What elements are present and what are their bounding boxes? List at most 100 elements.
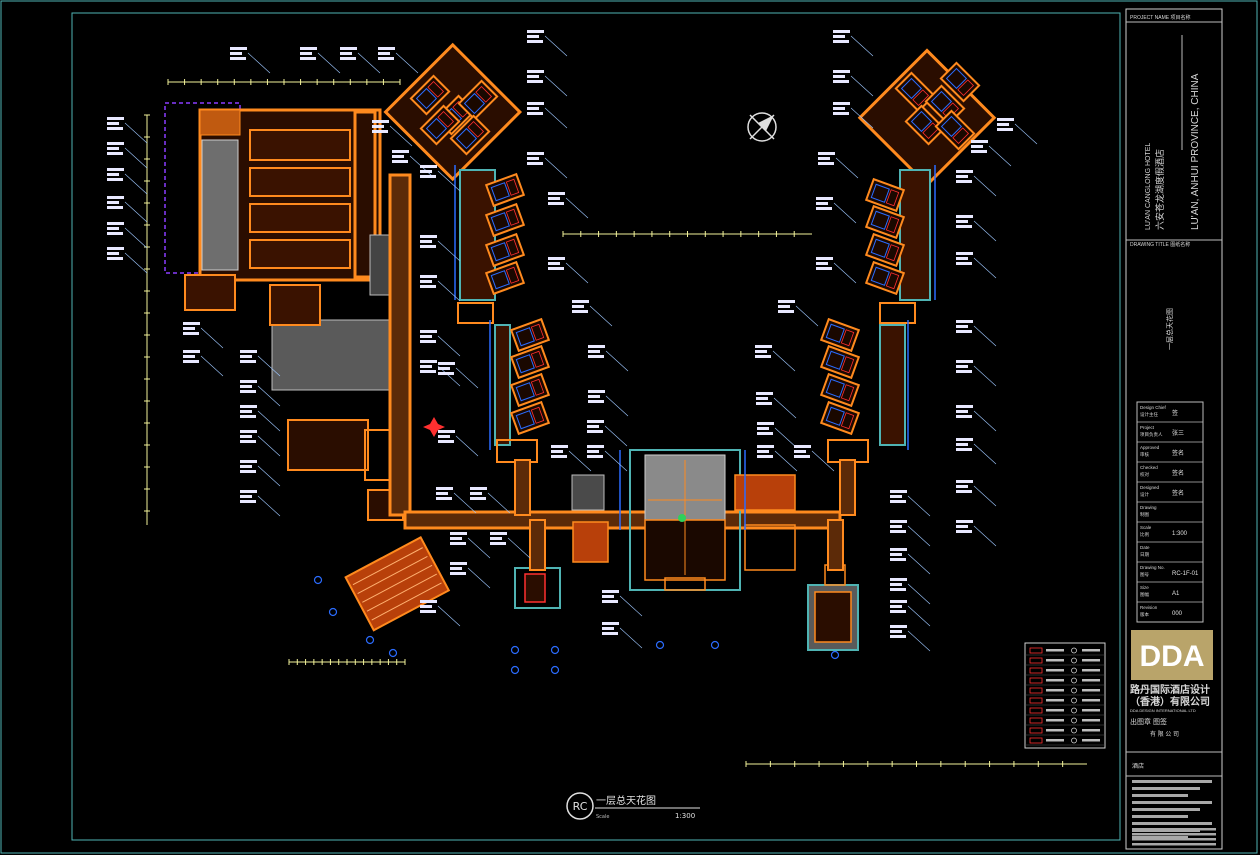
- ceiling-callout: [602, 622, 643, 649]
- guest-room: [894, 71, 936, 113]
- title-block-row-label: Size: [1140, 585, 1149, 590]
- ceiling-callout: [107, 247, 148, 274]
- glazing-lines: [454, 165, 936, 530]
- ceiling-callout: [816, 257, 857, 284]
- ceiling-callout: [240, 460, 281, 487]
- west-corridor: [388, 173, 412, 517]
- note-line: [1132, 808, 1200, 811]
- ceiling-callout: [300, 47, 341, 74]
- guest-room: [819, 400, 861, 436]
- legend-text: [1082, 649, 1100, 652]
- plan-symbol: RC: [573, 800, 588, 813]
- ceiling-callout: [890, 520, 931, 547]
- company-name-en: DDA DESIGN INTERNATIONAL LTD: [1130, 708, 1196, 713]
- ceiling-callout: [340, 47, 381, 74]
- ceiling-callout: [107, 196, 148, 223]
- banquet-block: [164, 102, 382, 311]
- title-block-row-label-cn: 校对: [1140, 471, 1149, 478]
- ceiling-callout: [372, 120, 413, 147]
- legend-swatch: [1029, 647, 1043, 654]
- legend-text: [1046, 679, 1064, 682]
- ceiling-callout: [240, 405, 281, 432]
- project-name-en: LU'AN CANGLONG HOTEL: [1145, 143, 1152, 230]
- ceiling-callout: [956, 438, 997, 465]
- title-block-row-value: 张三: [1172, 429, 1184, 437]
- drawing-title-header: DRAWING TITLE 图纸名称: [1130, 241, 1190, 248]
- title-block-row-value: 签: [1172, 409, 1178, 417]
- hotel-label: 酒店: [1132, 762, 1144, 770]
- title-block-frame: [1125, 8, 1223, 850]
- ceiling-callout: [548, 192, 589, 219]
- grid-bubble: [710, 640, 720, 650]
- ceiling-callout: [956, 170, 997, 197]
- title-block-row-label-cn: 版本: [1140, 611, 1149, 618]
- guest-room: [409, 74, 451, 116]
- legend-swatch: [1029, 687, 1043, 694]
- legend-swatch: [1071, 697, 1077, 704]
- note-line: [1132, 787, 1200, 790]
- title-block-row-label-cn: 设计主任: [1140, 411, 1158, 418]
- guest-room: [864, 260, 906, 296]
- title-block-row-label-cn: 审核: [1140, 451, 1149, 458]
- title-block-row-label-cn: 制图: [1140, 511, 1149, 518]
- title-block-row-label: Designed: [1140, 485, 1160, 490]
- grid-bubble: [365, 635, 375, 645]
- legend-text: [1046, 669, 1064, 672]
- title-block-row-label: Date: [1140, 545, 1150, 550]
- title-block-rows: Design Chief设计主任签Project项目负责人张三Approved审…: [1137, 405, 1203, 618]
- guest-room: [864, 177, 906, 213]
- guest-room: [904, 104, 946, 146]
- ceiling-callout: [890, 548, 931, 575]
- note-line: [1132, 822, 1212, 825]
- ceiling-callout: [420, 165, 461, 192]
- guest-room: [509, 344, 551, 380]
- legend-text: [1046, 739, 1064, 742]
- legend-swatch: [1071, 667, 1077, 674]
- ceiling-callout: [833, 70, 874, 97]
- stamp-label: 出图章 图签: [1130, 717, 1167, 726]
- project-name-cn: 六安苍龙湖度假酒店: [1154, 149, 1165, 230]
- east-guest-rooms: [819, 61, 981, 436]
- guest-room: [484, 260, 526, 296]
- grid-bubble: [388, 648, 398, 658]
- ceiling-callout: [107, 142, 148, 169]
- grid-bubble: [510, 665, 520, 675]
- title-block-row-label: Approved: [1140, 445, 1160, 450]
- stamp-company: 有 限 公 司: [1150, 730, 1179, 738]
- legend-text: [1046, 649, 1064, 652]
- drawing-frame: [71, 12, 1121, 841]
- floor-plan[interactable]: [107, 30, 1087, 767]
- marker-icon: [423, 417, 445, 437]
- ceiling-callout: [527, 70, 568, 97]
- legend-text: [1046, 659, 1064, 662]
- guest-room: [484, 202, 526, 238]
- legend-swatch: [1029, 737, 1043, 744]
- ceiling-callout: [378, 47, 419, 74]
- ceiling-callout: [890, 578, 931, 605]
- ceiling-callout: [602, 590, 643, 617]
- title-block-row-label-cn: 图幅: [1140, 591, 1149, 598]
- guest-room: [934, 109, 976, 151]
- project-header: PROJECT NAME 项目名称: [1130, 14, 1190, 21]
- ceiling-callout: [755, 345, 796, 372]
- legend-text: [1082, 679, 1100, 682]
- ceiling-callout: [107, 222, 148, 249]
- guest-room: [457, 79, 499, 121]
- ceiling-callout: [956, 405, 997, 432]
- ceiling-callout: [778, 300, 819, 327]
- ceiling-callout: [956, 520, 997, 547]
- legend-text: [1082, 729, 1100, 732]
- title-block-row-label: Drawing No.: [1140, 565, 1165, 570]
- ceiling-callout: [240, 380, 281, 407]
- grid-bubble: [830, 650, 840, 660]
- grid-bubble: [550, 645, 560, 655]
- project-location: LU'AN, ANHUI PROVINCE, CHINA: [1190, 73, 1201, 230]
- note-line: [1132, 833, 1216, 836]
- legend-text: [1046, 689, 1064, 692]
- guest-room: [509, 317, 551, 353]
- note-line: [1132, 836, 1188, 839]
- legend-swatch: [1029, 657, 1043, 664]
- note-line: [1132, 815, 1188, 818]
